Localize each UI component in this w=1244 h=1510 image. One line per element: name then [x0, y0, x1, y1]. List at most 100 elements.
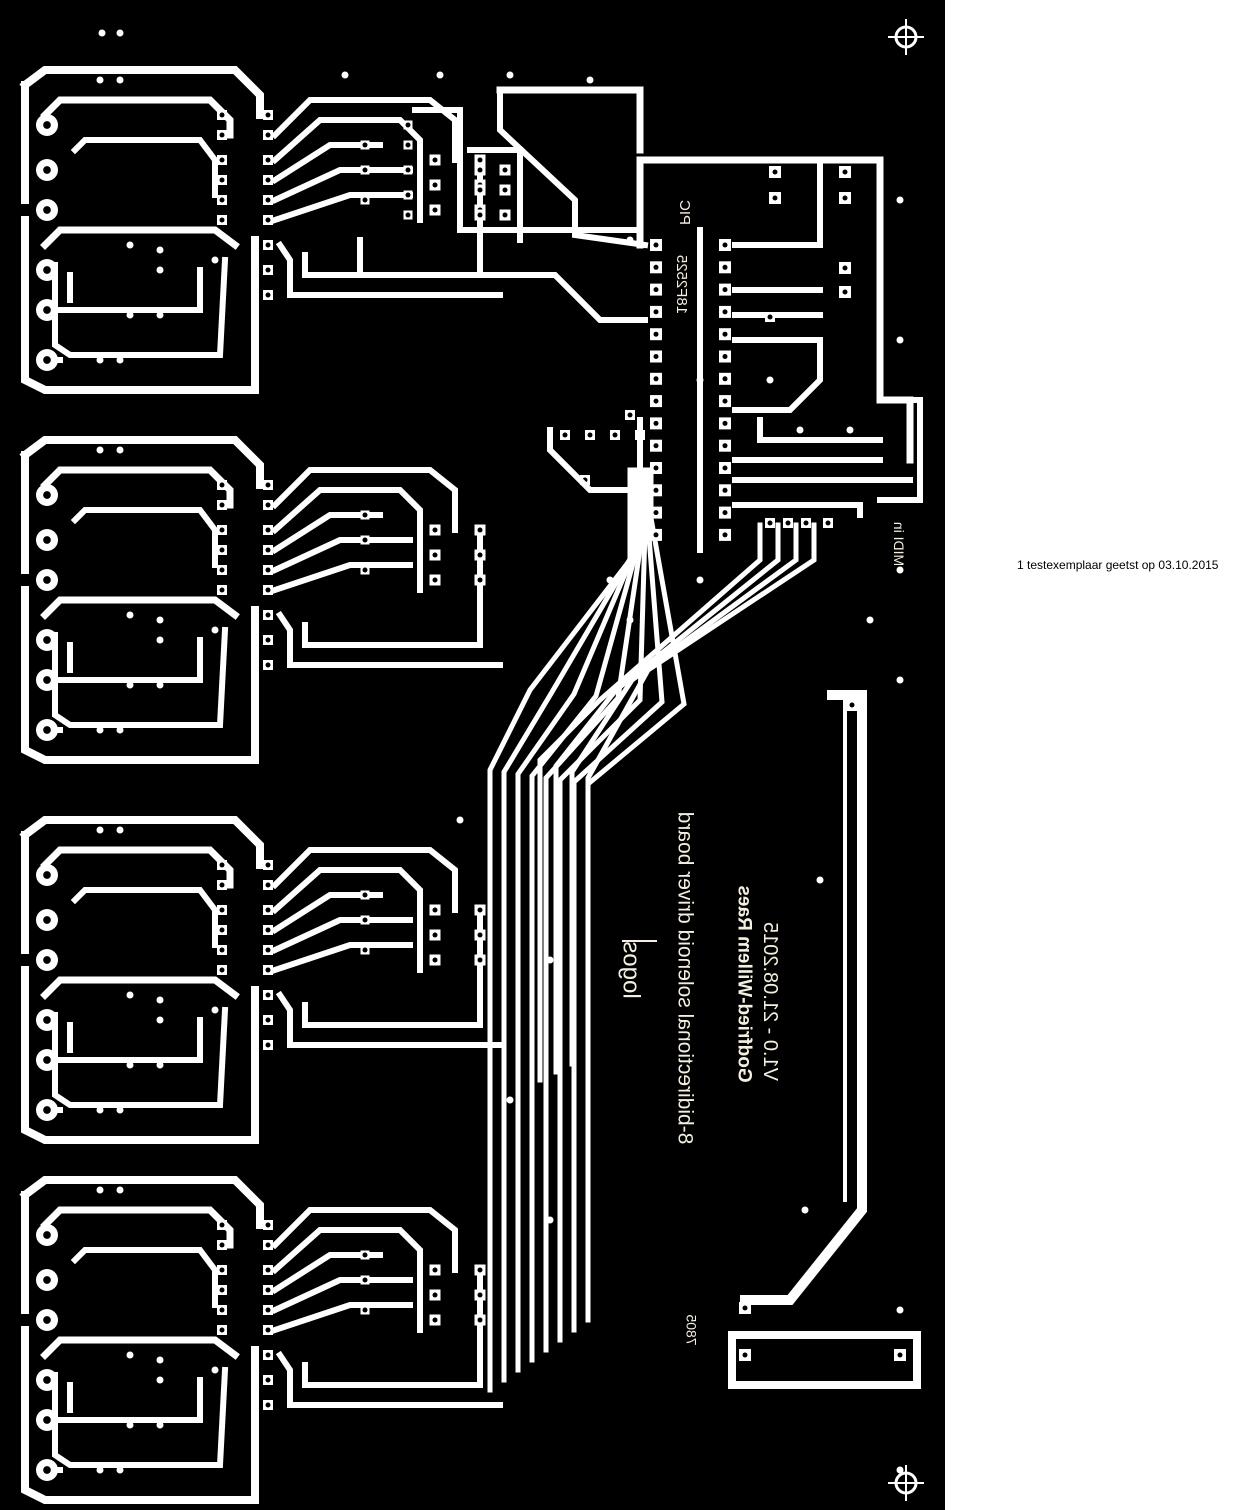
pad-hole: [742, 1305, 748, 1311]
pad-hole: [219, 547, 225, 553]
pad-hole: [432, 182, 438, 188]
pad-hole: [502, 212, 508, 218]
via: [126, 241, 134, 249]
via: [546, 956, 554, 964]
pad-hole: [219, 567, 225, 573]
via: [156, 1376, 164, 1384]
signal-trace: [271, 562, 413, 594]
pad-hole: [405, 212, 411, 218]
via: [896, 676, 904, 684]
pad-hole: [362, 917, 368, 923]
pad-hole: [265, 242, 271, 248]
signal-trace: [547, 417, 643, 493]
pad-hole: [772, 195, 778, 201]
via: [816, 876, 824, 884]
via: [156, 1421, 164, 1429]
inner-trace: [37, 1017, 203, 1063]
pad-hole: [265, 1377, 271, 1383]
midi-trace: [877, 397, 923, 503]
pad-hole: [219, 1267, 225, 1273]
pad-hole: [219, 882, 225, 888]
pad-hole: [43, 491, 51, 499]
via: [116, 726, 124, 734]
inner-trace: [52, 1366, 229, 1468]
pad-hole: [722, 443, 728, 449]
pad-hole: [265, 1307, 271, 1313]
inner-trace: [37, 267, 203, 313]
signal-trace: [302, 907, 483, 1028]
pad-hole: [265, 482, 271, 488]
pad-hole: [477, 552, 483, 558]
pad-hole: [767, 520, 773, 526]
pad-hole: [587, 432, 593, 438]
signal-trace: [271, 167, 413, 204]
pad-hole: [477, 157, 483, 163]
midi-trace: [757, 417, 883, 443]
pad-hole: [362, 1307, 368, 1313]
pad-hole: [653, 510, 659, 516]
pad-hole: [842, 169, 848, 175]
signal-trace: [270, 1207, 458, 1273]
bus-trace: [529, 467, 642, 1363]
pad-hole: [43, 306, 51, 314]
via: [116, 446, 124, 454]
pad-hole: [219, 177, 225, 183]
pad-hole: [432, 527, 438, 533]
via: [126, 681, 134, 689]
pad-hole: [477, 1267, 483, 1273]
pad-hole: [43, 536, 51, 544]
pad-hole: [432, 552, 438, 558]
inner-trace: [52, 626, 229, 728]
pad-hole: [219, 947, 225, 953]
pad-hole: [265, 1327, 271, 1333]
signal-trace: [275, 990, 503, 1048]
pad-hole: [477, 957, 483, 963]
chip-vendor-label: PIC: [676, 199, 694, 226]
power-trace: [636, 156, 914, 464]
pad-hole: [265, 527, 271, 533]
pad-hole: [265, 112, 271, 118]
connector-outline: [21, 1326, 259, 1504]
signal-trace: [302, 1267, 483, 1388]
pad-hole: [722, 287, 728, 293]
via: [546, 1216, 554, 1224]
via: [156, 1016, 164, 1024]
pad-hole: [362, 947, 368, 953]
via: [156, 266, 164, 274]
pad-hole: [653, 376, 659, 382]
via: [156, 311, 164, 319]
inner-trace: [40, 846, 234, 889]
pad-hole: [653, 331, 659, 337]
title-label: 8-bidirectional solenoid driver board: [673, 811, 697, 1145]
connector-outline: [19, 816, 264, 869]
pad-hole: [219, 587, 225, 593]
via: [156, 636, 164, 644]
pad-hole: [362, 567, 368, 573]
pad-hole: [432, 1267, 438, 1273]
pad-hole: [265, 1352, 271, 1358]
via: [456, 816, 464, 824]
signal-trace: [412, 107, 643, 233]
pad-hole: [265, 637, 271, 643]
via: [341, 71, 349, 79]
via: [96, 826, 104, 834]
pad-hole: [502, 167, 508, 173]
via: [96, 1186, 104, 1194]
pad-hole: [219, 862, 225, 868]
via: [211, 626, 219, 634]
pad-hole: [612, 432, 618, 438]
bus-trace: [487, 467, 633, 1393]
logo-mark: logos: [617, 941, 645, 999]
pad-hole: [562, 432, 568, 438]
via: [96, 1106, 104, 1114]
via: [156, 246, 164, 254]
pad-hole: [742, 1352, 748, 1358]
pad-hole: [722, 510, 728, 516]
pad-hole: [722, 242, 728, 248]
via: [116, 76, 124, 84]
pad-hole: [219, 502, 225, 508]
pad-hole: [219, 1307, 225, 1313]
inner-trace: [70, 507, 218, 568]
inner-trace: [40, 1206, 234, 1249]
inner-trace: [40, 466, 234, 509]
